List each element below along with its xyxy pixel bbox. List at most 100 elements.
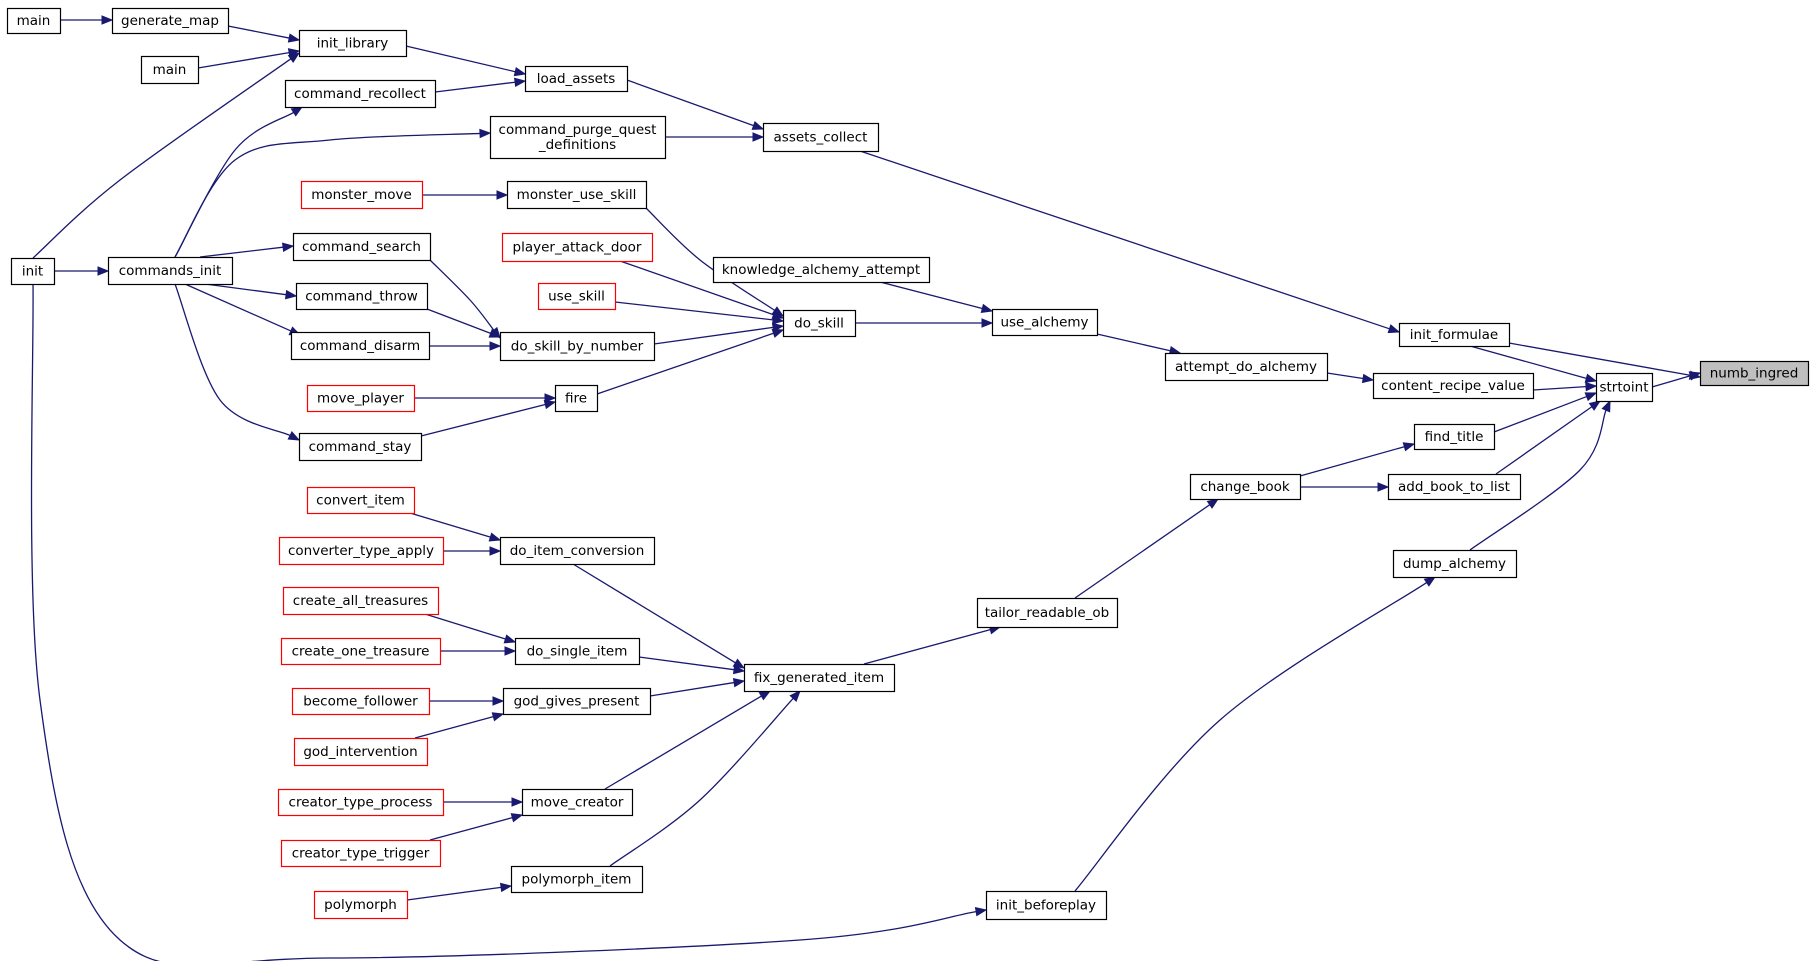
node-box[interactable] <box>295 282 429 311</box>
node-attempt-do-alchemy[interactable]: attempt_do_alchemy <box>1164 352 1329 382</box>
node-box[interactable] <box>111 7 230 35</box>
node-box[interactable] <box>976 597 1119 629</box>
node-create-one-treasure[interactable]: create_one_treasure <box>280 637 442 666</box>
node-box[interactable] <box>554 384 599 413</box>
node-generate-map[interactable]: generate_map <box>111 7 230 35</box>
node-assets-collect[interactable]: assets_collect <box>762 122 880 153</box>
node-box[interactable] <box>514 637 641 666</box>
node-box[interactable] <box>290 331 431 361</box>
node-box[interactable] <box>1699 360 1810 387</box>
node-do-item-conversion[interactable]: do_item_conversion <box>499 536 656 566</box>
node-box[interactable] <box>782 309 857 338</box>
node-box[interactable] <box>489 115 667 160</box>
node-commands-init[interactable]: commands_init <box>107 256 234 286</box>
node-box[interactable] <box>712 256 931 284</box>
node-fix-generated-item[interactable]: fix_generated_item <box>743 663 896 693</box>
node-init-formulae[interactable]: init_formulae <box>1398 322 1511 348</box>
node-box[interactable] <box>282 586 440 616</box>
node-box[interactable] <box>298 432 423 462</box>
node-box[interactable] <box>510 865 644 894</box>
node-box[interactable] <box>1372 372 1535 400</box>
node-box[interactable] <box>278 536 445 566</box>
node-box[interactable] <box>1392 549 1518 579</box>
node-command-disarm[interactable]: command_disarm <box>290 331 431 361</box>
node-box[interactable] <box>1595 372 1654 403</box>
node-box[interactable] <box>991 308 1099 337</box>
node-do-skill[interactable]: do_skill <box>782 309 857 338</box>
node-box[interactable] <box>1413 423 1496 451</box>
node-monster-move[interactable]: monster_move <box>300 180 424 210</box>
node-numb-ingred[interactable]: numb_ingred <box>1699 360 1810 387</box>
node-box[interactable] <box>298 29 408 58</box>
node-box[interactable] <box>313 890 409 920</box>
node-fire[interactable]: fire <box>554 384 599 413</box>
node-init-library[interactable]: init_library <box>298 29 408 58</box>
node-knowledge-alchemy-attempt[interactable]: knowledge_alchemy_attempt <box>712 256 931 284</box>
node-become-follower[interactable]: become_follower <box>291 687 431 716</box>
node-use-skill[interactable]: use_skill <box>537 282 617 311</box>
node-use-alchemy[interactable]: use_alchemy <box>991 308 1099 337</box>
node-box[interactable] <box>140 55 200 85</box>
node-tailor-readable-ob[interactable]: tailor_readable_ob <box>976 597 1119 629</box>
node-box[interactable] <box>501 232 654 263</box>
node-box[interactable] <box>292 232 432 262</box>
node-polymorph-item[interactable]: polymorph_item <box>510 865 644 894</box>
node-god-intervention[interactable]: god_intervention <box>293 737 429 767</box>
node-box[interactable] <box>277 788 445 817</box>
node-command-search[interactable]: command_search <box>292 232 432 262</box>
node-box[interactable] <box>743 663 896 693</box>
node-box[interactable] <box>10 257 56 286</box>
node-box[interactable] <box>1387 473 1522 501</box>
node-box[interactable] <box>1398 322 1511 348</box>
node-box[interactable] <box>985 890 1108 921</box>
node-box[interactable] <box>524 65 629 93</box>
node-creator-type-trigger[interactable]: creator_type_trigger <box>280 839 442 868</box>
node-command-purge-quest-definitions[interactable]: command_purge_quest_definitions <box>489 115 667 160</box>
node-box[interactable] <box>502 687 652 716</box>
node-polymorph[interactable]: polymorph <box>313 890 409 920</box>
node-player-attack-door[interactable]: player_attack_door <box>501 232 654 263</box>
node-box[interactable] <box>762 122 880 153</box>
node-box[interactable] <box>537 282 617 311</box>
node-load-assets[interactable]: load_assets <box>524 65 629 93</box>
node-move-player[interactable]: move_player <box>306 384 416 413</box>
node-box[interactable] <box>107 256 234 286</box>
node-box[interactable] <box>1164 352 1329 382</box>
node-command-throw[interactable]: command_throw <box>295 282 429 311</box>
node-box[interactable] <box>499 331 656 362</box>
node-init-beforeplay[interactable]: init_beforeplay <box>985 890 1108 921</box>
node-box[interactable] <box>499 536 656 566</box>
node-god-gives-present[interactable]: god_gives_present <box>502 687 652 716</box>
node-command-stay[interactable]: command_stay <box>298 432 423 462</box>
node-box[interactable] <box>306 384 416 413</box>
node-init[interactable]: init <box>10 257 56 286</box>
node-box[interactable] <box>506 180 648 210</box>
node-creator-type-process[interactable]: creator_type_process <box>277 788 445 817</box>
node-do-skill-by-number[interactable]: do_skill_by_number <box>499 331 656 362</box>
node-create-all-treasures[interactable]: create_all_treasures <box>282 586 440 616</box>
node-main-1[interactable]: main <box>6 7 62 35</box>
node-do-single-item[interactable]: do_single_item <box>514 637 641 666</box>
node-monster-use-skill[interactable]: monster_use_skill <box>506 180 648 210</box>
node-convert-item[interactable]: convert_item <box>306 486 416 515</box>
node-command-recollect[interactable]: command_recollect <box>284 79 437 109</box>
node-box[interactable] <box>300 180 424 210</box>
node-box[interactable] <box>521 788 634 817</box>
node-box[interactable] <box>306 486 416 515</box>
node-box[interactable] <box>280 839 442 868</box>
node-box[interactable] <box>284 79 437 109</box>
node-box[interactable] <box>1189 473 1302 501</box>
node-box[interactable] <box>280 637 442 666</box>
node-add-book-to-list[interactable]: add_book_to_list <box>1387 473 1522 501</box>
node-strtoint[interactable]: strtoint <box>1595 372 1654 403</box>
node-dump-alchemy[interactable]: dump_alchemy <box>1392 549 1518 579</box>
node-box[interactable] <box>291 687 431 716</box>
node-move-creator[interactable]: move_creator <box>521 788 634 817</box>
node-change-book[interactable]: change_book <box>1189 473 1302 501</box>
node-find-title[interactable]: find_title <box>1413 423 1496 451</box>
node-converter-type-apply[interactable]: converter_type_apply <box>278 536 445 566</box>
node-box[interactable] <box>6 7 62 35</box>
node-main-2[interactable]: main <box>140 55 200 85</box>
node-content-recipe-value[interactable]: content_recipe_value <box>1372 372 1535 400</box>
node-box[interactable] <box>293 737 429 767</box>
